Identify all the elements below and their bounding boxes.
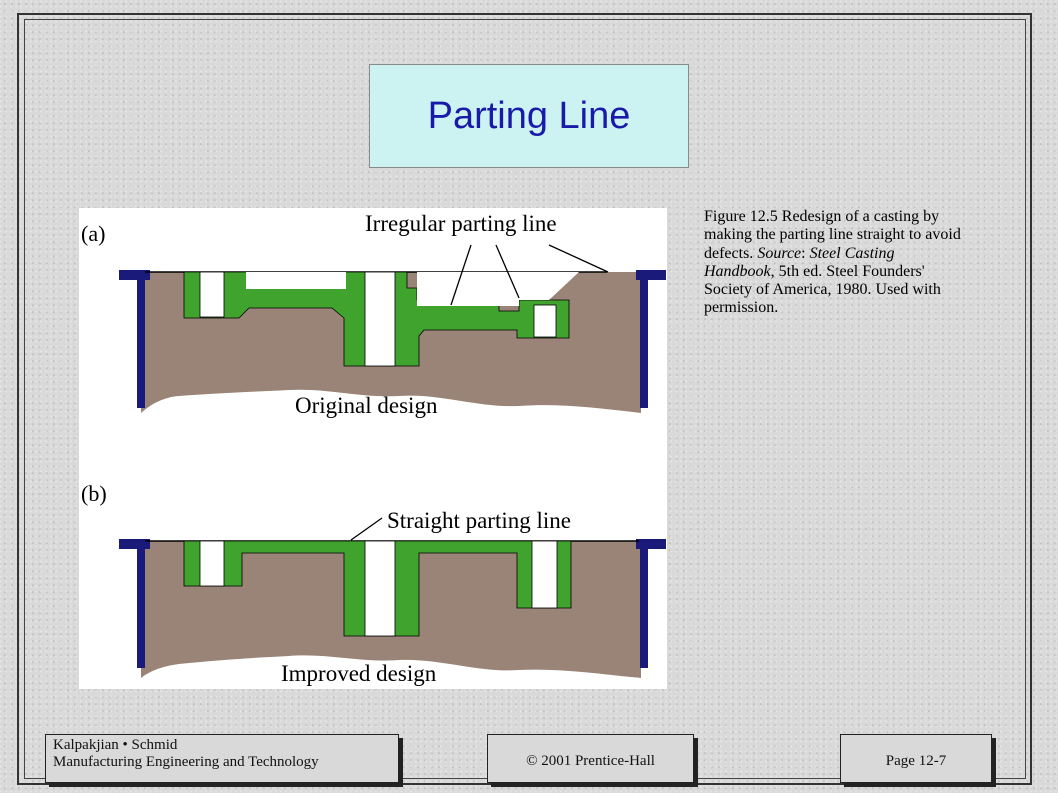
figure-parting-line: (a) Irregular parting line Original desi… (79, 208, 667, 689)
slide-outer-frame (17, 13, 1032, 785)
arrow-a-2 (495, 244, 520, 299)
casting-diagram: (a) Irregular parting line Original desi… (81, 211, 666, 686)
flask-left-b (119, 539, 150, 668)
panel-a-annotation: Irregular parting line (365, 211, 557, 236)
core-a-3 (364, 271, 396, 367)
title-box: Parting Line (369, 64, 689, 168)
arrow-a-3 (548, 244, 609, 273)
footer-page-box: Page 12-7 (840, 734, 992, 783)
original-design-label: Original design (295, 393, 438, 418)
panel-b-label: (b) (81, 481, 107, 506)
footer-book-title: Manufacturing Engineering and Technology (53, 754, 319, 770)
core-a-5 (533, 304, 557, 338)
caption-text-1: Figure 12.5 Redesign of a casting by mak… (704, 208, 961, 262)
footer-copyright: © 2001 Prentice-Hall (526, 753, 655, 769)
caption-source-label: Source (757, 244, 802, 262)
flask-right-a (636, 270, 666, 408)
slide-title: Parting Line (427, 94, 631, 137)
flask-right-b (636, 539, 666, 668)
caption-text-3: , 5th ed. Steel Founders' Society of Ame… (704, 262, 941, 317)
footer-authors: Kalpakjian • Schmid (53, 737, 178, 753)
core-b-1 (199, 540, 225, 587)
panel-b-annotation: Straight parting line (387, 508, 571, 533)
caption-text-2: : (801, 244, 810, 262)
footer-page-number: Page 12-7 (885, 753, 947, 769)
caption-source-title: Steel Casting Handbook (704, 244, 895, 280)
core-b-3 (531, 540, 558, 609)
core-a-4 (417, 272, 579, 306)
footer-authors-box: Kalpakjian • Schmid Manufacturing Engine… (45, 734, 399, 783)
arrow-a-1 (450, 244, 472, 306)
arrow-b-1 (350, 517, 383, 541)
core-a-1 (199, 271, 225, 318)
improved-design-label: Improved design (281, 661, 437, 686)
flask-left-a (119, 270, 150, 408)
panel-a-label: (a) (81, 221, 105, 246)
footer-copyright-box: © 2001 Prentice-Hall (487, 734, 694, 783)
core-b-2 (364, 540, 396, 637)
figure-caption: Figure 12.5 Redesign of a casting by mak… (704, 208, 969, 318)
core-a-2 (246, 272, 346, 289)
